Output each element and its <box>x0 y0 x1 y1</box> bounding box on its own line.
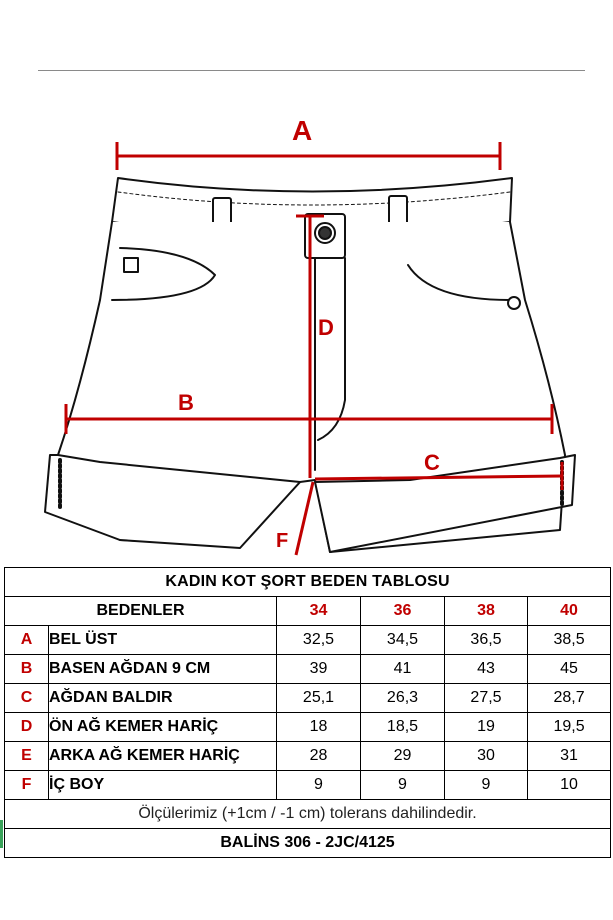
row-value: 30 <box>444 741 528 771</box>
row-value: 9 <box>276 770 361 800</box>
row-value: 28,7 <box>526 683 612 713</box>
left-pocket <box>111 247 216 301</box>
title-row: KADIN KOT ŞORT BEDEN TABLOSU <box>3 567 612 597</box>
label-a: A <box>292 115 312 146</box>
row-value: 31 <box>526 741 612 771</box>
table-row: F İÇ BOY 9 9 9 10 <box>4 770 612 800</box>
row-name: BEL ÜST <box>48 625 277 655</box>
row-letter: C <box>4 683 49 713</box>
row-name: ÖN AĞ KEMER HARİÇ <box>48 712 277 742</box>
row-value: 29 <box>360 741 445 771</box>
label-f: F <box>276 530 288 552</box>
right-cuff <box>314 454 576 553</box>
row-value: 34,5 <box>360 625 445 655</box>
row-value: 26,3 <box>360 683 445 713</box>
row-value: 45 <box>526 654 612 684</box>
row-value: 32,5 <box>276 625 361 655</box>
row-value: 10 <box>526 770 612 800</box>
row-letter: A <box>4 625 49 655</box>
row-value: 25,1 <box>276 683 361 713</box>
top-divider <box>38 70 585 71</box>
row-value: 9 <box>444 770 528 800</box>
row-name: ARKA AĞ KEMER HARİÇ <box>48 741 277 771</box>
row-value: 18 <box>276 712 361 742</box>
size-header: 38 <box>444 596 528 626</box>
size-chart-table: KADIN KOT ŞORT BEDEN TABLOSU BEDENLER 34… <box>3 567 612 858</box>
size-header: 36 <box>360 596 445 626</box>
product-code: BALİNS 306 - 2JC/4125 <box>3 828 612 858</box>
table-title: KADIN KOT ŞORT BEDEN TABLOSU <box>3 567 612 597</box>
table-row: B BASEN AĞDAN 9 CM 39 41 43 45 <box>4 654 612 684</box>
row-name: BASEN AĞDAN 9 CM <box>48 654 277 684</box>
row-letter: E <box>4 741 49 771</box>
table-row: A BEL ÜST 32,5 34,5 36,5 38,5 <box>4 625 612 655</box>
row-value: 18,5 <box>360 712 445 742</box>
row-value: 28 <box>276 741 361 771</box>
header-label: BEDENLER <box>4 596 277 626</box>
label-c: C <box>424 450 440 475</box>
row-letter: B <box>4 654 49 684</box>
tolerance-note: Ölçülerimiz (+1cm / -1 cm) tolerans dahi… <box>3 799 612 829</box>
table-row: E ARKA AĞ KEMER HARİÇ 28 29 30 31 <box>4 741 612 771</box>
label-d: D <box>318 315 334 340</box>
row-name: İÇ BOY <box>48 770 277 800</box>
note-row: Ölçülerimiz (+1cm / -1 cm) tolerans dahi… <box>3 799 612 829</box>
row-value: 43 <box>444 654 528 684</box>
row-value: 39 <box>276 654 361 684</box>
row-value: 19 <box>444 712 528 742</box>
row-value: 27,5 <box>444 683 528 713</box>
size-header: 34 <box>276 596 361 626</box>
row-value: 9 <box>360 770 445 800</box>
row-value: 38,5 <box>526 625 612 655</box>
row-value: 41 <box>360 654 445 684</box>
shorts-measurement-diagram: A B C D F <box>44 115 576 556</box>
row-letter: D <box>4 712 49 742</box>
right-pocket <box>407 264 511 301</box>
measure-line-c <box>314 474 563 481</box>
edge-marker <box>0 820 3 848</box>
size-header: 40 <box>526 596 612 626</box>
header-row: BEDENLER 34 36 38 40 <box>4 596 612 626</box>
label-b: B <box>178 390 194 415</box>
row-name: AĞDAN BALDIR <box>48 683 277 713</box>
row-letter: F <box>4 770 49 800</box>
row-value: 19,5 <box>526 712 612 742</box>
row-value: 36,5 <box>444 625 528 655</box>
left-cuff <box>44 454 301 549</box>
table-row: C AĞDAN BALDIR 25,1 26,3 27,5 28,7 <box>4 683 612 713</box>
code-row: BALİNS 306 - 2JC/4125 <box>3 828 612 858</box>
measure-line-f <box>294 481 315 556</box>
table-row: D ÖN AĞ KEMER HARİÇ 18 18,5 19 19,5 <box>4 712 612 742</box>
